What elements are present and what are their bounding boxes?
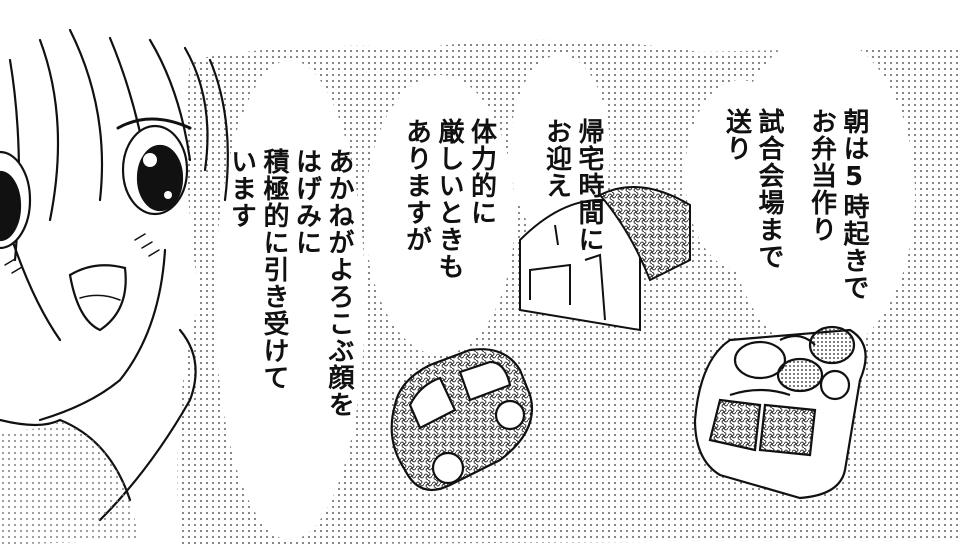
- caption-venue: 試合会場まで 送り: [721, 108, 785, 270]
- caption-tough: 体力的に 厳しいときも ありますが: [401, 118, 497, 280]
- caption-akane: あかねがよろこぶ顔を はげみに 積極的に引き受けて います: [226, 148, 355, 418]
- caption-pickup: 帰宅時間に お迎え: [541, 118, 605, 253]
- girl-illustration: [0, 28, 229, 522]
- house-illustration: [519, 186, 691, 332]
- bento-box-illustration: [693, 325, 867, 500]
- car-illustration: [390, 348, 534, 492]
- caption-bento: 朝は5時起きで お弁当作り: [806, 108, 870, 301]
- shirt-tone: [0, 420, 140, 545]
